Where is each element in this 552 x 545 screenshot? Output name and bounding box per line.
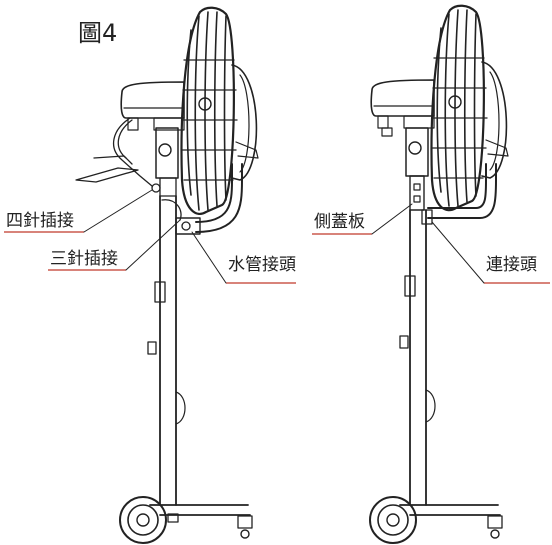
- left-water-tank: [120, 81, 185, 131]
- right-fan-illustration: [369, 4, 509, 544]
- label-connector-leader: [431, 221, 485, 284]
- label-water-pipe-joint-text: 水管接頭: [228, 255, 296, 275]
- label-three-pin-leader: [125, 219, 181, 271]
- left-fan-guard: [180, 6, 238, 215]
- right-fan-guard: [430, 4, 488, 212]
- left-fan-illustration: [75, 6, 259, 544]
- right-column-head: [405, 127, 497, 225]
- right-pole: [399, 209, 436, 506]
- label-four-pin-leader: [83, 189, 153, 233]
- label-side-cover: 側蓋板: [312, 203, 413, 235]
- left-base: [119, 496, 253, 544]
- label-four-pin-text: 四針插接: [6, 211, 74, 231]
- label-connector-text: 連接頭: [486, 255, 537, 275]
- right-motor-housing: [481, 61, 509, 179]
- figure-title: 圖4: [78, 19, 117, 47]
- label-four-pin: 四針插接: [4, 189, 153, 233]
- label-three-pin: 三針插接: [48, 219, 181, 271]
- label-connector: 連接頭: [431, 221, 550, 284]
- label-water-pipe-joint-leader: [191, 231, 227, 284]
- right-base: [369, 496, 503, 544]
- label-three-pin-text: 三針插接: [50, 249, 118, 269]
- left-column-head: [155, 127, 243, 235]
- label-side-cover-leader: [371, 203, 413, 235]
- right-side-cover-panel: [409, 175, 425, 211]
- left-motor-housing: [231, 64, 259, 181]
- right-connector-part: [421, 209, 433, 225]
- label-water-pipe-joint: 水管接頭: [191, 231, 296, 284]
- left-pole: [147, 195, 186, 506]
- left-four-pin-cable: [75, 117, 161, 193]
- label-side-cover-text: 側蓋板: [314, 212, 365, 232]
